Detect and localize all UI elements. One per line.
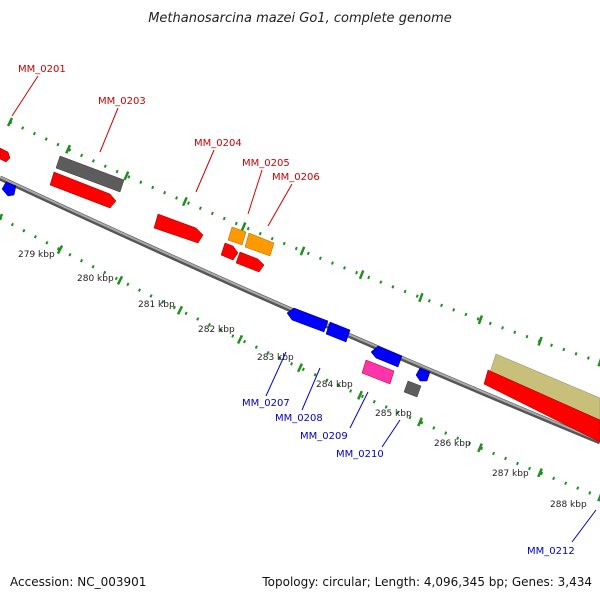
accession-text: Accession: NC_003901 — [10, 575, 146, 589]
tick-mark — [477, 315, 484, 325]
tick-mark — [537, 336, 543, 346]
tick-mark — [357, 390, 363, 400]
gene-label-mm-0203[interactable]: MM_0203 — [98, 96, 146, 107]
leader-line — [195, 149, 215, 193]
gene-feature-red[interactable] — [483, 369, 600, 443]
gene-label-mm-0212[interactable]: MM_0212 — [527, 546, 575, 557]
kbp-label: 283 kbp — [257, 353, 294, 363]
leader-line — [571, 509, 597, 543]
tick-mark — [181, 196, 188, 207]
tick-mark — [597, 493, 600, 502]
gene-feature-blue[interactable] — [370, 345, 403, 368]
gene-label-mm-0201[interactable]: MM_0201 — [18, 64, 66, 75]
tick-mark — [65, 144, 72, 154]
inner-tick-marks — [0, 213, 600, 502]
topology-text: Topology: circular; Length: 4,096,345 bp… — [261, 575, 592, 589]
outer-tick-marks — [6, 117, 600, 367]
gene-feature-khaki[interactable] — [489, 353, 600, 421]
gene-label-mm-0205[interactable]: MM_0205 — [242, 158, 290, 169]
gene-label-mm-0209[interactable]: MM_0209 — [300, 431, 348, 442]
kbp-label: 279 kbp — [18, 250, 55, 260]
leader-line — [349, 391, 369, 429]
gene-feature-orange[interactable] — [227, 226, 247, 246]
leader-line — [265, 351, 287, 397]
tick-mark — [236, 334, 244, 345]
gene-label-mm-0204[interactable]: MM_0204 — [194, 138, 242, 149]
gene-feature-orange[interactable] — [244, 232, 275, 257]
gene-feature-red[interactable] — [220, 242, 239, 261]
tick-mark — [240, 222, 247, 232]
gene-feature-red[interactable] — [235, 251, 265, 273]
kbp-label: 286 kbp — [434, 439, 471, 449]
gene-feature-red[interactable] — [49, 171, 117, 209]
kbp-label: 285 kbp — [375, 409, 412, 419]
gene-feature-grey[interactable] — [403, 380, 422, 398]
tick-mark — [176, 305, 184, 315]
kbp-label: 281 kbp — [138, 300, 175, 310]
gene-feature-blue[interactable] — [1, 181, 17, 197]
kbp-label: 288 kbp — [550, 500, 587, 510]
gene-feature-blue[interactable] — [415, 367, 431, 382]
gene-label-mm-0206[interactable]: MM_0206 — [272, 172, 320, 183]
tick-mark — [56, 245, 64, 255]
gene-label-mm-0207[interactable]: MM_0207 — [242, 398, 290, 409]
tick-mark — [296, 363, 304, 373]
genome-backbone-highlight — [0, 176, 600, 442]
tick-mark — [477, 443, 483, 453]
leader-line — [247, 169, 263, 215]
gene-feature-pink[interactable] — [361, 359, 395, 385]
leader-line — [301, 367, 321, 411]
gene-label-mm-0208[interactable]: MM_0208 — [275, 413, 323, 424]
leader-line — [11, 75, 39, 117]
gene-feature-red[interactable] — [153, 213, 204, 244]
leader-line — [381, 419, 401, 448]
kbp-label: 282 kbp — [198, 325, 235, 335]
tick-mark — [358, 269, 365, 280]
gene-feature-red[interactable] — [0, 147, 11, 163]
tick-mark — [418, 292, 424, 303]
gene-feature-grey[interactable] — [55, 155, 125, 193]
tick-mark — [116, 275, 124, 285]
tick-mark — [299, 246, 306, 256]
tick-mark — [417, 417, 423, 427]
kbp-label: 280 kbp — [77, 274, 114, 284]
gene-feature-blue[interactable] — [325, 321, 351, 343]
gene-label-mm-0210[interactable]: MM_0210 — [336, 449, 384, 460]
inner-dotted-ring — [0, 216, 600, 499]
tick-mark — [123, 171, 130, 181]
leader-line — [267, 183, 293, 227]
kbp-label: 284 kbp — [316, 380, 353, 390]
kbp-label: 287 kbp — [492, 469, 529, 479]
tick-mark — [6, 117, 14, 127]
tick-mark — [0, 213, 4, 221]
outer-dotted-ring — [9, 120, 600, 364]
gene-feature-blue[interactable] — [286, 307, 329, 333]
tick-mark — [537, 468, 543, 478]
leader-line — [99, 107, 119, 153]
tick-mark — [597, 358, 600, 367]
map-title: Methanosarcina mazei Go1, complete genom… — [148, 11, 452, 26]
